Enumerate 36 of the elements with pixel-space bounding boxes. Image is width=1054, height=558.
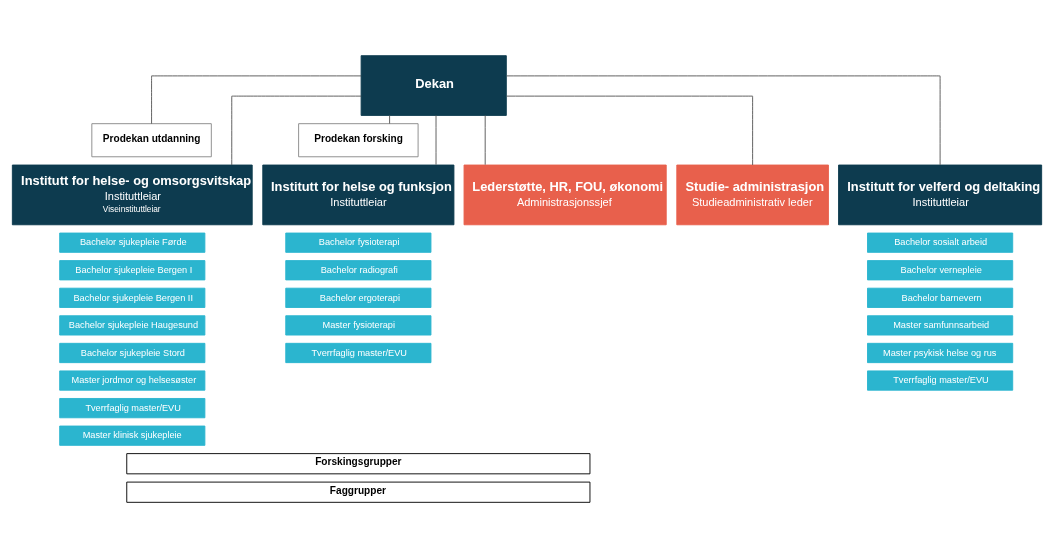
- node-box: Dekan: [360, 55, 507, 116]
- node-box: Lederstøtte, HR, FOU, økonomi Administrasjonssjef: [463, 164, 667, 226]
- node-box: Bachelor radiografi: [285, 260, 432, 281]
- node-box: Master samfunnsarbeid: [867, 315, 1014, 336]
- node-box: Master jordmor og helsesøster: [59, 370, 206, 391]
- node-box: Bachelor sjukepleie Bergen II: [59, 287, 206, 308]
- connector: [151, 75, 362, 125]
- connector: [231, 95, 362, 166]
- node-box: Institutt for helse og funksjon Instituttleiar: [262, 164, 455, 226]
- node-box: Bachelor barnevern: [867, 287, 1014, 308]
- node-box: Prodekan forsking: [298, 123, 419, 158]
- node-box: Faggrupper: [126, 481, 591, 503]
- node-box: Institutt for helse- og omsorgsvitskap Instituttleiar Viseinstituttleiar: [11, 164, 253, 226]
- node-box: Master klinisk sjukepleie: [59, 425, 206, 446]
- node-box: Bachelor sosialt arbeid: [867, 232, 1014, 253]
- node-box: Bachelor sjukepleie Haugesund: [59, 315, 206, 336]
- node-box: Master psykisk helse og rus: [867, 342, 1014, 364]
- node-box: Bachelor vernepleie: [867, 260, 1014, 281]
- node-box: Tverrfaglig master/EVU: [285, 342, 432, 364]
- node-box: Institutt for velferd og deltaking Instituttleiar: [838, 164, 1043, 226]
- node-box: Bachelor ergoterapi: [285, 287, 432, 308]
- node-box: Tverrfaglig master/EVU: [59, 398, 206, 419]
- connector: [435, 114, 437, 166]
- connector: [389, 115, 391, 125]
- connector: [506, 95, 754, 166]
- node-box: Bachelor sjukepleie Bergen I: [59, 260, 206, 281]
- node-box: Studie- administrasjon Studieadministrativ leder: [676, 164, 829, 226]
- node-box: Prodekan utdanning: [91, 123, 212, 158]
- node-box: Forskingsgrupper: [126, 453, 591, 475]
- node-box: Bachelor sjukepleie Førde: [59, 232, 206, 253]
- node-box: Bachelor sjukepleie Stord: [59, 342, 206, 364]
- connector: [484, 114, 486, 166]
- connector: [506, 75, 941, 166]
- node-box: Tverrfaglig master/EVU: [867, 370, 1014, 391]
- node-box: Master fysioterapi: [285, 315, 432, 336]
- node-box: Bachelor fysioterapi: [285, 232, 432, 253]
